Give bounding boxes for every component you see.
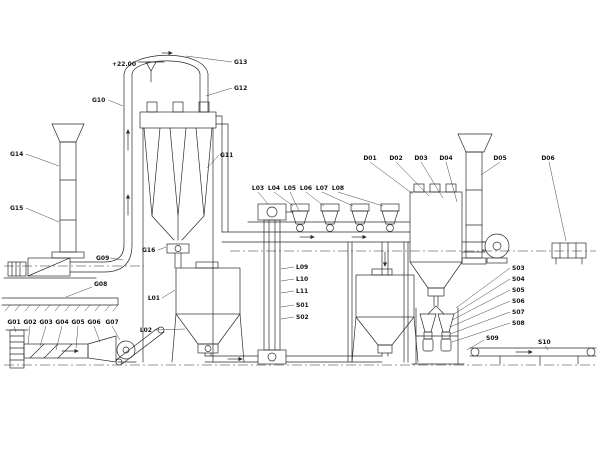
id-fan [481, 233, 510, 264]
label-l04: L04 [268, 185, 280, 192]
label-s10: S10 [538, 339, 551, 346]
furnace-feed-cluster [5, 326, 165, 369]
silencer-box [551, 242, 587, 265]
label-g05: G05 [71, 319, 84, 326]
label-d04: D04 [439, 155, 452, 162]
discharge-conveyor [469, 347, 597, 365]
label-l06: L06 [300, 185, 312, 192]
packing-station [411, 305, 465, 365]
label-s05: S05 [512, 287, 525, 294]
label-s06: S06 [512, 298, 525, 305]
label-d05: D05 [493, 155, 506, 162]
label-l03: L03 [252, 185, 264, 192]
label-l02: L02 [140, 327, 152, 334]
leader-lines [13, 55, 567, 351]
label-g08: G08 [94, 281, 107, 288]
label-l05: L05 [284, 185, 296, 192]
riser-duct [123, 50, 209, 246]
label-s03: S03 [512, 265, 525, 272]
label-d06: D06 [541, 155, 554, 162]
ground-lines [4, 250, 596, 366]
label-d02: D02 [389, 155, 402, 162]
label-g10: G10 [92, 97, 105, 104]
bag-filter [409, 183, 486, 307]
floor-trench [1, 297, 119, 312]
hopper-1 [171, 261, 259, 363]
label-g13: G13 [234, 59, 247, 66]
label-g14: G14 [10, 151, 23, 158]
label-g03: G03 [39, 319, 52, 326]
label-s02: S02 [296, 314, 309, 321]
label-g01: G01 [7, 319, 20, 326]
label-l08: L08 [332, 185, 344, 192]
left-chimney [51, 123, 85, 259]
label-l11: L11 [296, 288, 308, 295]
label-s04: S04 [512, 276, 525, 283]
label-d03: D03 [414, 155, 427, 162]
label-g07: G07 [105, 319, 118, 326]
label-g09: G09 [96, 255, 109, 262]
label-s01: S01 [296, 302, 309, 309]
right-stack [457, 133, 493, 265]
label-g16: G16 [142, 247, 155, 254]
label-s08: S08 [512, 320, 525, 327]
feeder-duct [221, 203, 411, 363]
label-d01: D01 [363, 155, 376, 162]
label-elevation: +22.00 [112, 61, 136, 68]
label-g02: G02 [23, 319, 36, 326]
label-g12: G12 [234, 85, 247, 92]
label-g04: G04 [55, 319, 68, 326]
label-l07: L07 [316, 185, 328, 192]
label-g06: G06 [87, 319, 100, 326]
label-g11: G11 [220, 152, 233, 159]
bucket-elevator [257, 203, 294, 365]
label-s09: S09 [486, 335, 499, 342]
main-fan-blower [3, 244, 133, 279]
label-l10: L10 [296, 276, 308, 283]
label-s07: S07 [512, 309, 525, 316]
labels: +22.00 G13 G12 G10 G14 G15 G11 G16 G09 G… [7, 59, 554, 346]
cyclone-group [139, 101, 229, 363]
label-l01: L01 [148, 295, 160, 302]
label-g15: G15 [10, 205, 23, 212]
label-l09: L09 [296, 264, 308, 271]
